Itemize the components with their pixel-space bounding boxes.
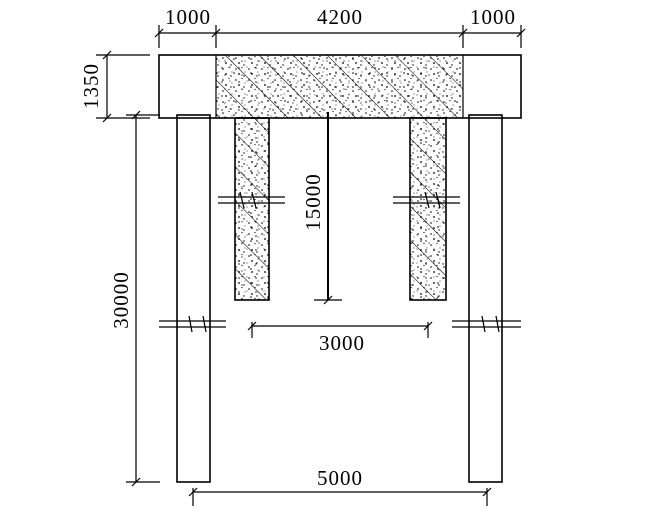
right-pile bbox=[452, 114, 521, 483]
dim-pile-length: 30000 bbox=[109, 271, 133, 329]
cap-thickness-dimension bbox=[96, 50, 150, 123]
left-diaphragm-wall bbox=[234, 117, 270, 301]
dim-cap-thickness: 1350 bbox=[79, 63, 103, 109]
pile-cap bbox=[158, 54, 522, 119]
dim-wall-spacing: 3000 bbox=[319, 331, 365, 355]
left-pile bbox=[159, 114, 226, 483]
pile-length-dimension bbox=[126, 110, 160, 487]
wall-break-symbols bbox=[218, 191, 460, 209]
cap-concrete-dots-2 bbox=[216, 55, 463, 118]
right-diaphragm-wall bbox=[409, 117, 447, 301]
cap-outline bbox=[158, 54, 522, 119]
pile-spacing-dimension bbox=[188, 487, 492, 506]
dim-wall-depth: 15000 bbox=[301, 173, 325, 231]
dim-cap-left-overhang: 1000 bbox=[165, 5, 211, 29]
wall-spacing-dimension bbox=[247, 321, 433, 338]
dim-cap-right-overhang: 1000 bbox=[470, 5, 516, 29]
dim-cap-center-width: 4200 bbox=[317, 5, 363, 29]
top-dimension-line bbox=[154, 25, 526, 48]
wall-depth-dimension bbox=[314, 112, 342, 305]
dim-pile-spacing: 5000 bbox=[317, 466, 363, 490]
